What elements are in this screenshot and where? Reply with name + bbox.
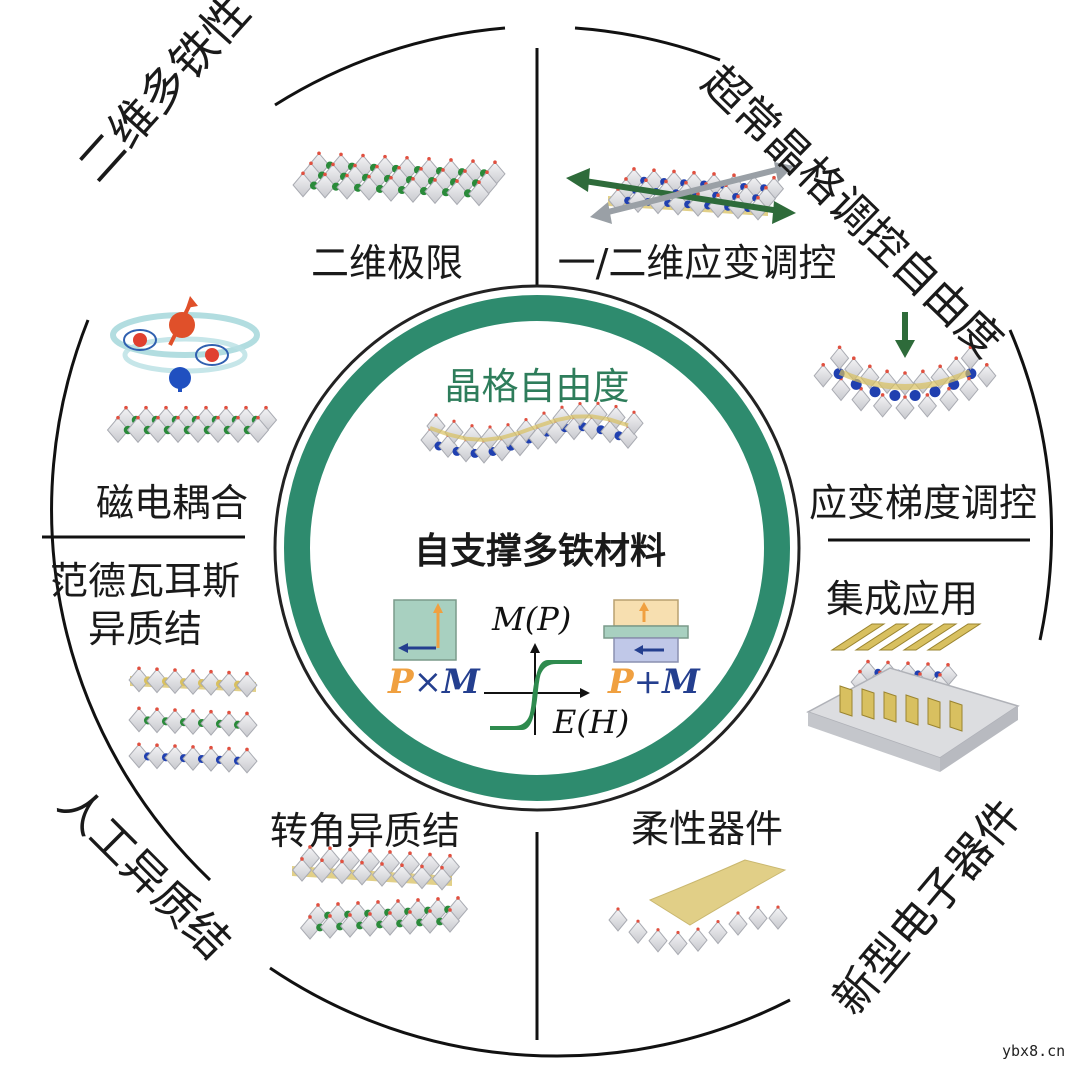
lattice-vdw-top (128, 666, 258, 698)
lattice-twist-top-row (291, 857, 453, 891)
hysteresis-plot (484, 643, 590, 735)
outer-arc-bottom (269, 966, 791, 1058)
cross-coupling-label: P×M (388, 662, 480, 702)
center-green-ring (284, 295, 790, 801)
outer-arc-right (1008, 329, 1054, 641)
integration-device (806, 623, 1020, 772)
plus-op: + (633, 662, 663, 702)
cross-m: M (442, 662, 480, 702)
lattice-illustrations (106, 151, 997, 956)
strain-arrowhead-gray-left (590, 202, 612, 224)
outer-arc-left (50, 319, 212, 882)
y-axis-label: M(P) (492, 600, 572, 638)
strain-arrowhead-green-right (772, 201, 796, 224)
panel-label-strain-gradient: 应变梯度调控 (808, 481, 1038, 525)
lattice-freedom-label: 晶格自由度 (444, 365, 630, 408)
lattice-vdw-mid (128, 706, 258, 738)
gold-top-electrodes (830, 623, 982, 651)
plus-m: M (662, 662, 700, 702)
lattice-twist-bot-row (299, 908, 461, 940)
cross-coupling-box (393, 599, 457, 661)
outer-ring (42, 26, 1054, 1058)
cross-op: × (413, 662, 443, 702)
lattice-magnetoelectric-row (106, 415, 270, 444)
panel-label-vdw-2: 异质结 (87, 607, 203, 651)
lattice-magnetoelectric (106, 405, 278, 444)
lattice-twist-bot-row (307, 896, 469, 928)
hysteresis-loop (490, 660, 582, 730)
lattice-vdw-bot (128, 742, 258, 774)
panel-label-magnetoelectric: 磁电耦合 (95, 481, 249, 525)
strain-arrow-gray (599, 165, 785, 217)
spin-orbit-graphic (110, 296, 260, 392)
center-title: 自支撑多铁材料 (413, 531, 667, 572)
lattice-twist-bot (299, 896, 469, 940)
lattice-freedom-wave (420, 401, 644, 464)
panel-label-2d-limit: 二维极限 (310, 241, 464, 285)
panel-label-flexible-device: 柔性器件 (630, 807, 784, 851)
lattice-2d-limit (292, 151, 506, 207)
strain-arrowhead-green-left (566, 168, 590, 192)
plus-p: P (608, 662, 634, 702)
lattice-flexible (608, 859, 788, 956)
panel-label-integration: 集成应用 (825, 577, 979, 621)
panel-label-vdw-1: 范德瓦耳斯 (49, 559, 241, 603)
lattice-2d-limit-row (292, 171, 490, 207)
lattice-twist-top (291, 845, 461, 891)
outer-arc-top-right (574, 26, 721, 62)
cross-p: P (388, 662, 414, 702)
gradient-arrow (895, 312, 915, 358)
composite-label: P+M (608, 662, 700, 702)
x-axis-label: E(H) (553, 703, 630, 741)
strain-arrows (566, 162, 796, 224)
lattice-strain-gradient (813, 345, 997, 420)
gold-electrodes (839, 685, 963, 732)
outer-arc-top-left (274, 26, 506, 107)
center-circle (273, 284, 801, 812)
panel-label-strain-1d-2d: 一/二维应变调控 (557, 241, 837, 285)
watermark: ybx8.cn (1002, 1042, 1066, 1060)
strain-arrowhead-gray-right (774, 162, 794, 182)
composite-box (603, 599, 689, 663)
panel-label-twist-hetero: 转角异质结 (269, 809, 461, 853)
